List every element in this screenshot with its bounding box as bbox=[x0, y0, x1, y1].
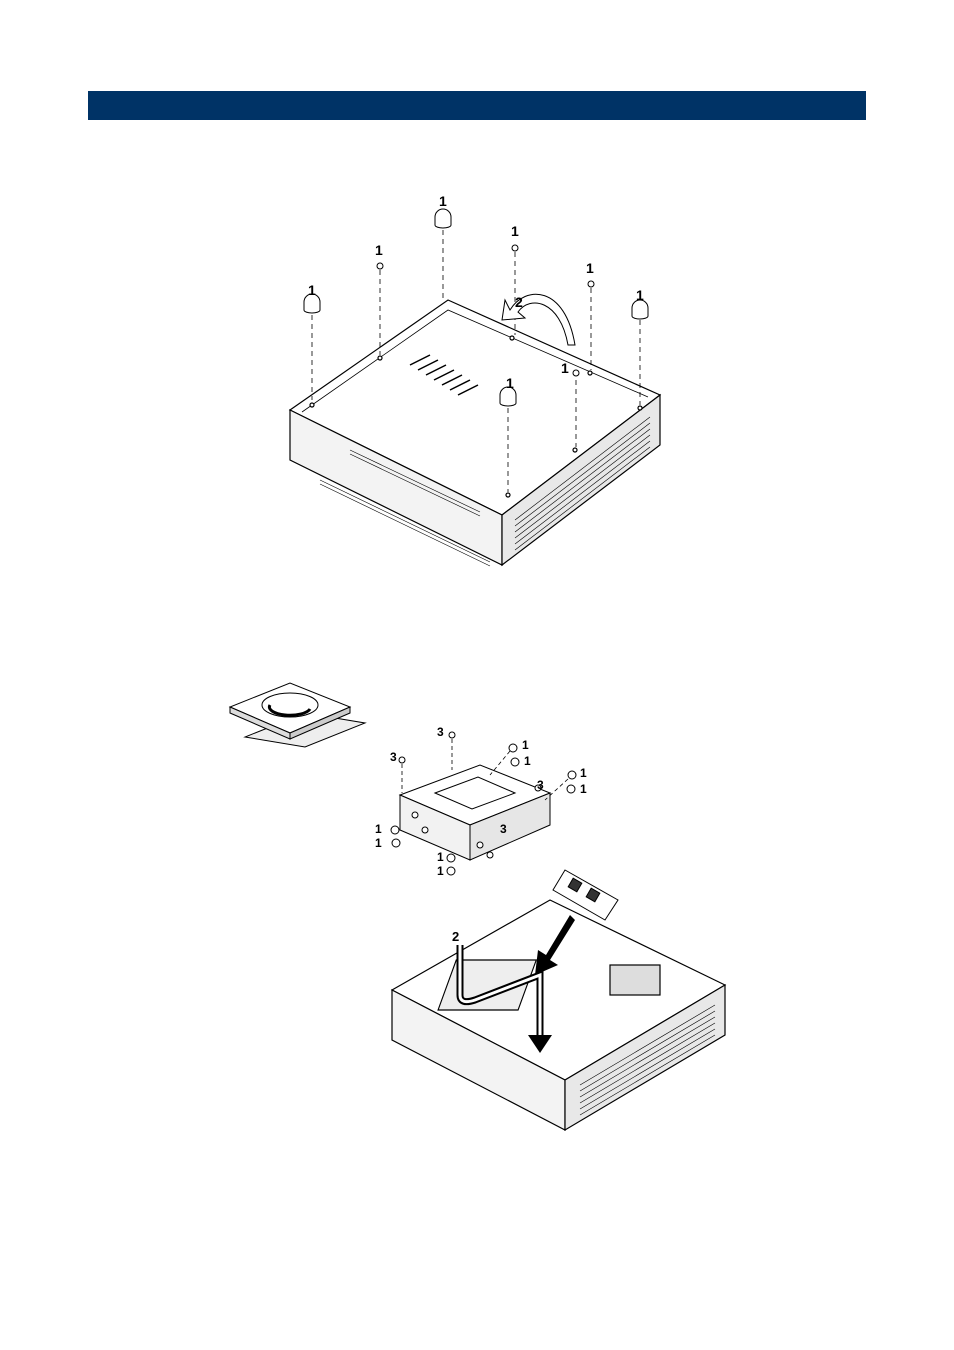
callout-foot-top: 1 bbox=[439, 193, 447, 209]
callout-bracket-foot-1: 1 bbox=[522, 738, 529, 752]
callout-bracket-screw-top: 3 bbox=[437, 725, 444, 739]
callout-bracket-foot-3: 1 bbox=[580, 766, 587, 780]
callout-bracket-foot-5: 1 bbox=[375, 822, 382, 836]
callout-bracket-foot-8: 1 bbox=[437, 864, 444, 878]
chassis-top-view bbox=[290, 300, 660, 566]
callout-screw-left: 1 bbox=[375, 242, 383, 258]
hdd-bracket bbox=[400, 765, 550, 860]
callout-screw-top: 1 bbox=[511, 223, 519, 239]
callout-bracket-screw-left: 3 bbox=[390, 750, 397, 764]
callout-foot-left: 1 bbox=[308, 282, 316, 298]
section-header-bar bbox=[88, 91, 866, 120]
bottom-cover-removal-diagram: 1 1 1 1 1 1 1 1 2 bbox=[280, 190, 680, 580]
hdd-memory-installation-diagram: 3 1 1 3 1 1 3 1 1 3 1 1 2 bbox=[220, 675, 740, 1145]
callout-foot-right: 1 bbox=[636, 287, 644, 303]
callout-cable-step: 2 bbox=[452, 929, 459, 944]
callout-bracket-foot-2: 1 bbox=[524, 754, 531, 768]
callout-bracket-screw-front: 3 bbox=[500, 822, 507, 836]
callout-bracket-foot-7: 1 bbox=[437, 850, 444, 864]
callout-bracket-foot-4: 1 bbox=[580, 782, 587, 796]
callout-foot-center: 1 bbox=[506, 375, 514, 391]
callout-screw-right: 1 bbox=[586, 260, 594, 276]
callout-bracket-screw-right: 3 bbox=[537, 778, 544, 792]
callout-lift-cover: 2 bbox=[515, 294, 523, 310]
callout-screw-center: 1 bbox=[561, 360, 569, 376]
callout-bracket-foot-6: 1 bbox=[375, 836, 382, 850]
hard-drive-illustration bbox=[230, 683, 365, 747]
